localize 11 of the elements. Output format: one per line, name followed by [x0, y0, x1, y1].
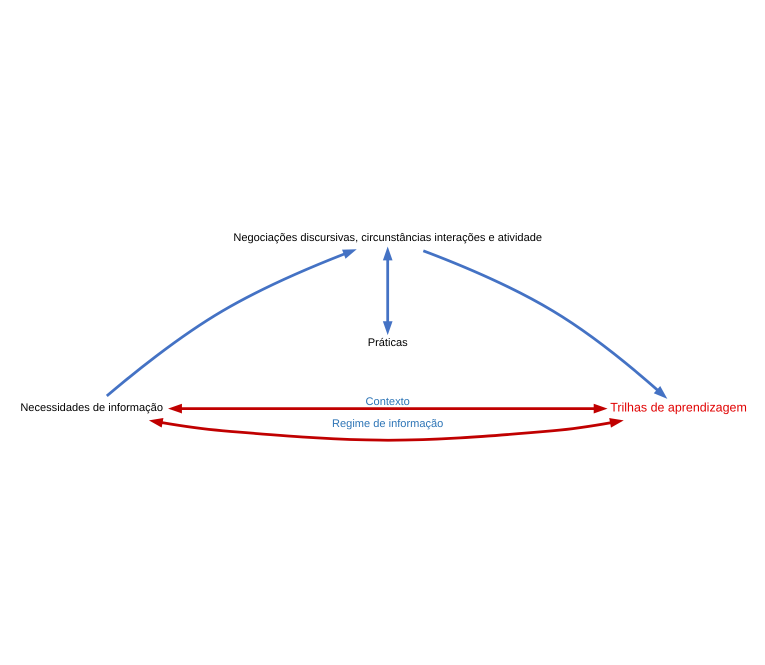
arrow [422, 248, 668, 398]
arrow [106, 248, 357, 397]
edge-label: Regime de informação [332, 418, 444, 430]
arrow [148, 417, 624, 442]
node-text: Negociações discursivas, circunstâncias interações e atividade [233, 231, 542, 244]
arrow [382, 246, 393, 335]
node-text: Práticas [368, 336, 408, 349]
node-text: Necessidades de informação [20, 402, 163, 414]
node-text: Trilhas de aprendizagem [610, 400, 747, 414]
arrow [168, 403, 608, 413]
edge-label: Contexto [366, 395, 410, 408]
